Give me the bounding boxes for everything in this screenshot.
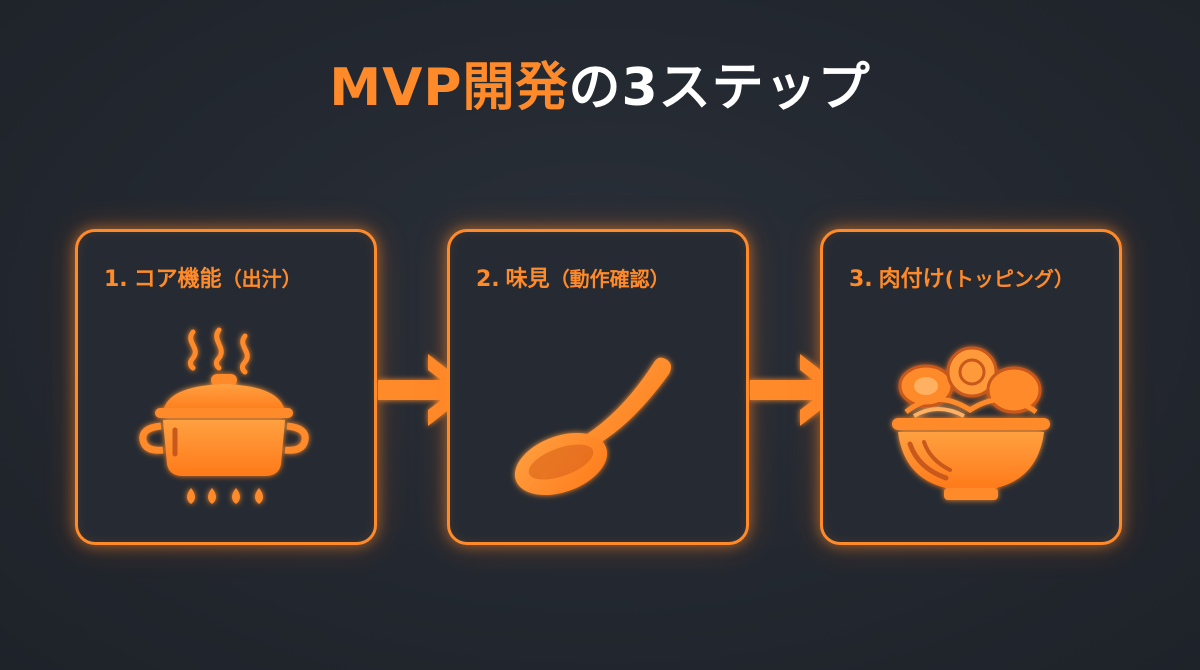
cooking-pot-icon xyxy=(139,327,311,508)
step-card-taste-test: 2.味見（動作確認） xyxy=(447,229,749,545)
page-title: MVP開発の3ステップ xyxy=(0,52,1200,124)
step-card-core-feature: 1.コア機能（出汁） xyxy=(75,229,377,545)
spoon-icon xyxy=(513,328,683,508)
step-subtitle: (トッピング） xyxy=(944,267,1074,291)
step-title: 肉付け xyxy=(878,267,945,292)
step-card-toppings: 3.肉付け(トッピング） xyxy=(820,229,1122,545)
step-number: 2. xyxy=(476,267,500,292)
step-subtitle: （出汁） xyxy=(221,267,302,291)
step-subtitle: （動作確認） xyxy=(549,267,670,291)
title-plain: の3ステップ xyxy=(568,58,871,118)
step-label: 3.肉付け(トッピング） xyxy=(849,264,1109,295)
step-number: 3. xyxy=(849,267,873,292)
step-label: 1.コア機能（出汁） xyxy=(104,264,364,295)
step-label: 2.味見（動作確認） xyxy=(476,264,736,295)
ramen-bowl-icon xyxy=(886,328,1056,508)
right-arrow-icon xyxy=(378,348,478,432)
step-number: 1. xyxy=(104,267,128,292)
right-arrow-icon xyxy=(750,348,850,432)
title-accent: MVP開発 xyxy=(329,58,569,118)
step-title: 味見 xyxy=(505,267,550,292)
step-title: コア機能 xyxy=(133,267,222,292)
